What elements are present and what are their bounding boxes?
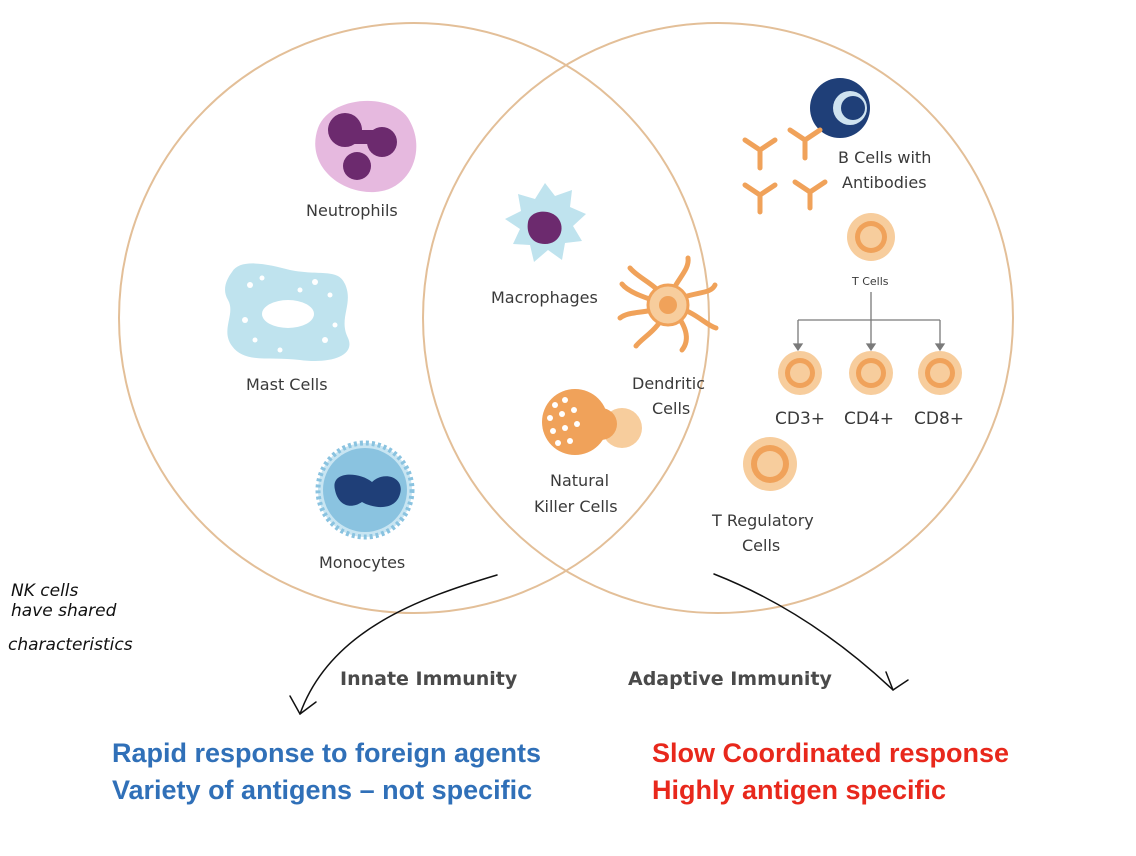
cd4-cell-icon bbox=[849, 351, 893, 395]
cd8-cell-icon bbox=[918, 351, 962, 395]
handwritten-note-line-3: characteristics bbox=[8, 635, 133, 655]
adaptive-summary: Slow Coordinated response Highly antigen… bbox=[652, 735, 1009, 809]
handwritten-note-line-1: NK cells bbox=[11, 581, 79, 601]
innate-circle bbox=[118, 22, 710, 614]
adaptive-summary-line-2: Highly antigen specific bbox=[652, 775, 947, 805]
cd4-label: CD4+ bbox=[844, 409, 894, 429]
t-cell-icon bbox=[847, 213, 895, 261]
adaptive-summary-line-1: Slow Coordinated response bbox=[652, 738, 1010, 768]
cd3-label: CD3+ bbox=[775, 409, 825, 429]
innate-summary: Rapid response to foreign agents Variety… bbox=[112, 735, 541, 809]
macrophage-icon bbox=[505, 183, 586, 262]
innate-summary-line-2: Variety of antigens – not specific bbox=[112, 775, 533, 805]
t-regulatory-label-2: Cells bbox=[742, 536, 780, 555]
mast-cell-icon bbox=[225, 263, 350, 362]
mast-cells-label: Mast Cells bbox=[246, 375, 328, 394]
t-regulatory-label-1: T Regulatory bbox=[711, 511, 814, 530]
monocyte-icon bbox=[315, 440, 415, 540]
handwritten-note-line-2: have shared bbox=[11, 601, 117, 621]
adaptive-immunity-label: Adaptive Immunity bbox=[628, 668, 833, 690]
innate-summary-line-1: Rapid response to foreign agents bbox=[112, 738, 542, 768]
dendritic-label-2: Cells bbox=[652, 399, 690, 418]
cd8-label: CD8+ bbox=[914, 409, 964, 429]
adaptive-circle bbox=[422, 22, 1014, 614]
neutrophil-icon bbox=[315, 100, 417, 193]
t-cells-label: T Cells bbox=[851, 275, 889, 288]
macrophages-label: Macrophages bbox=[491, 288, 598, 307]
dendritic-label-1: Dendritic bbox=[632, 374, 705, 393]
neutrophils-label: Neutrophils bbox=[306, 201, 398, 220]
b-cell-icon bbox=[810, 78, 870, 138]
nk-cell-icon bbox=[542, 389, 642, 455]
antibody-icons bbox=[742, 127, 828, 215]
nk-label-2: Killer Cells bbox=[534, 497, 618, 516]
b-cells-label-1: B Cells with bbox=[838, 148, 931, 167]
b-cells-label-2: Antibodies bbox=[842, 173, 927, 192]
handwritten-arrow-innate bbox=[289, 574, 498, 715]
handwritten-note: NK cells have shared characteristics bbox=[8, 581, 133, 655]
handwritten-arrow-adaptive bbox=[713, 573, 909, 691]
nk-label-1: Natural bbox=[550, 471, 609, 490]
innate-immunity-label: Innate Immunity bbox=[340, 668, 518, 690]
t-cell-branch-arrows bbox=[792, 292, 946, 352]
t-regulatory-cell-icon bbox=[743, 437, 797, 491]
monocytes-label: Monocytes bbox=[319, 553, 405, 572]
cd3-cell-icon bbox=[778, 351, 822, 395]
dendritic-cell-icon bbox=[617, 255, 719, 353]
